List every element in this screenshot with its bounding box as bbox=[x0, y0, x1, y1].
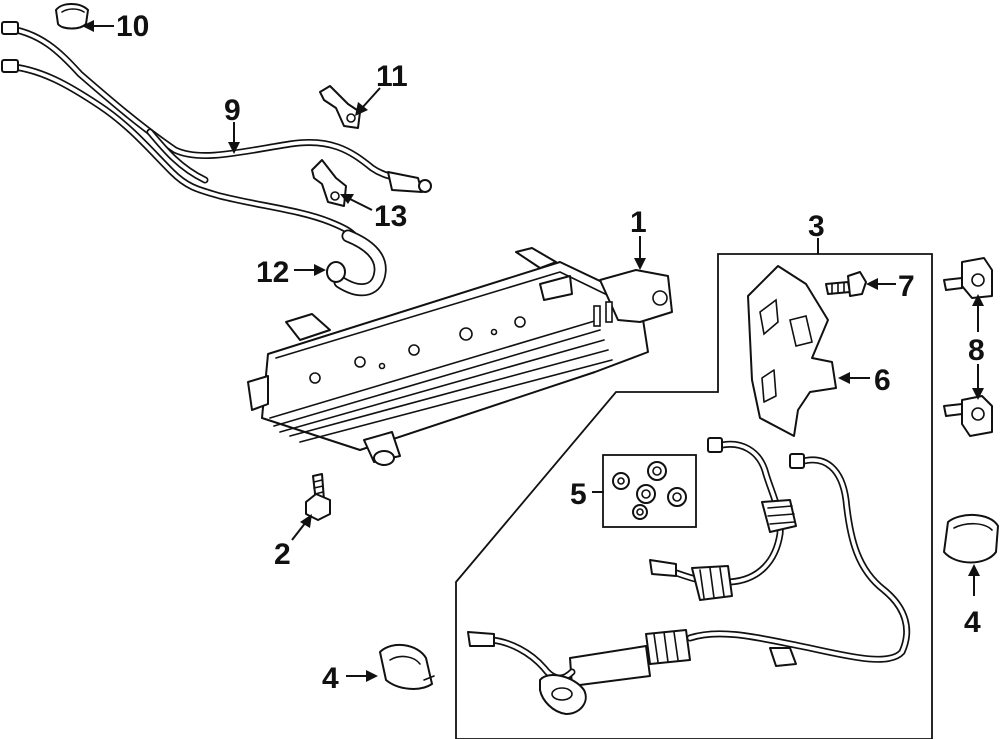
callout-3: 3 bbox=[808, 210, 825, 243]
callout-8: 8 bbox=[968, 334, 985, 367]
clip-8-lower[interactable] bbox=[943, 395, 993, 437]
callout-7: 7 bbox=[898, 270, 915, 303]
clip-8-upper[interactable] bbox=[943, 257, 993, 299]
callout-6: 6 bbox=[874, 364, 891, 397]
mounting-bracket-6[interactable] bbox=[747, 265, 837, 437]
kit-boundary-box bbox=[455, 253, 933, 739]
callout-12: 12 bbox=[256, 256, 289, 289]
callout-5: 5 bbox=[570, 478, 587, 511]
line-bracket-13[interactable] bbox=[311, 159, 347, 207]
transmission-oil-cooler[interactable] bbox=[247, 247, 673, 466]
callout-10: 10 bbox=[116, 10, 149, 43]
clip-4-right[interactable] bbox=[943, 514, 999, 564]
line-bracket-11[interactable] bbox=[319, 85, 361, 129]
tube-clip-10[interactable] bbox=[55, 3, 89, 30]
seal-kit-5[interactable] bbox=[602, 454, 697, 528]
bolt-2[interactable] bbox=[305, 473, 331, 521]
callout-13: 13 bbox=[374, 200, 407, 233]
callout-4-left: 4 bbox=[322, 662, 339, 695]
callout-leaders bbox=[82, 20, 984, 682]
callout-4-right: 4 bbox=[964, 606, 981, 639]
callout-9: 9 bbox=[224, 94, 241, 127]
cooler-hose[interactable] bbox=[326, 229, 387, 297]
cooler-lines[interactable] bbox=[1, 21, 432, 242]
callout-2: 2 bbox=[274, 538, 291, 571]
clip-4-left[interactable] bbox=[379, 643, 435, 690]
bolt-7[interactable] bbox=[825, 271, 867, 297]
callout-11: 11 bbox=[376, 60, 408, 93]
cooler-hose-assembly[interactable] bbox=[467, 437, 911, 715]
callout-1: 1 bbox=[630, 206, 647, 239]
